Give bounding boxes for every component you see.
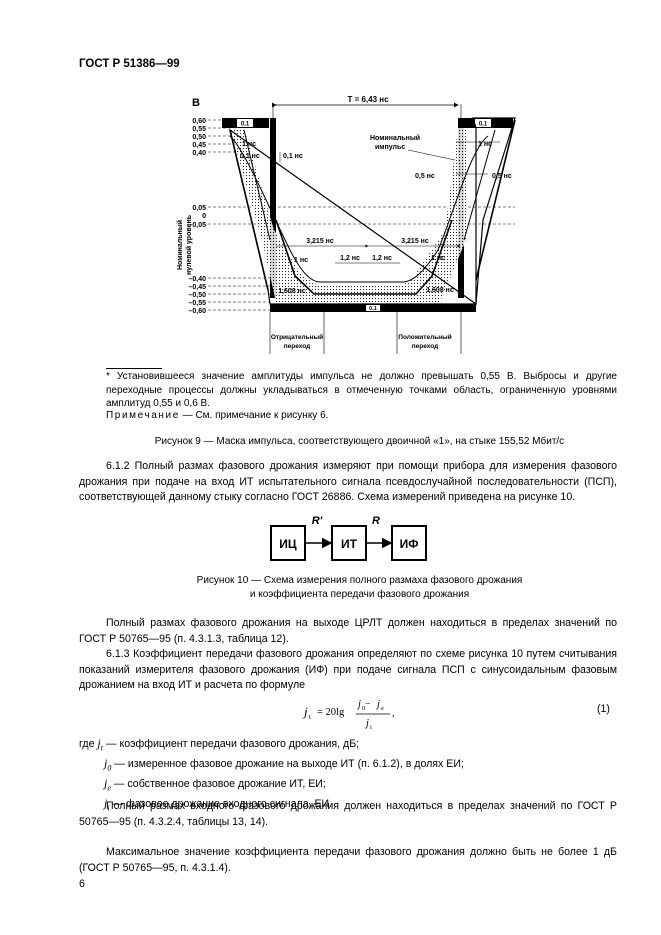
- figure-10-block-diagram: ИЦ ИТ ИФ R' R: [270, 510, 430, 566]
- y-tick: 0: [202, 213, 206, 220]
- time-label: 1 нс: [478, 141, 492, 148]
- definition-row: j0 — измеренное фазовое дрожание на выхо…: [79, 756, 617, 776]
- pulse-mask-diagram: В 0,60 0,55 0,50 0,45 0,40 0,05 0 –0,05 …: [176, 95, 516, 354]
- definition-symbol: j0: [104, 755, 112, 773]
- y-tick: 0,50: [192, 134, 206, 141]
- time-label: 0,1 нс: [283, 153, 303, 160]
- note-text: См. примечание к рисунку 6.: [195, 410, 329, 421]
- formula-graphic: j t = 20lg j 0 − j e j i ,: [302, 699, 395, 731]
- y-tick: 0,05: [192, 205, 206, 212]
- paragraph-max-transfer: Максимальное значение коэффициента перед…: [79, 846, 617, 874]
- positive-transition-label-2: переход: [412, 343, 439, 350]
- positive-transition-label-1: Положительный: [398, 333, 451, 341]
- formula-num-b-sub: e: [381, 705, 384, 712]
- formula-num-a: j: [356, 699, 361, 710]
- formula-definitions: где jt — коэффициент передачи фазового д…: [79, 736, 617, 816]
- formula-minus: −: [365, 699, 371, 710]
- definition-symbol: je: [104, 775, 111, 793]
- definition-text: — собственное фазовое дрожание ИТ, ЕИ;: [113, 777, 326, 790]
- formula-den-sub: i: [370, 724, 372, 731]
- time-label: 1 нс: [431, 255, 445, 262]
- definition-text: — коэффициент передачи фазового дрожания…: [105, 738, 360, 750]
- footnote-text: * Установившееся значение амплитуды импу…: [106, 371, 617, 409]
- nominal-pulse-label-2: импульс: [375, 144, 405, 151]
- time-label: 3,215 нс: [401, 238, 429, 245]
- formula-lhs-sub: t: [309, 713, 311, 721]
- measurement-scheme: ИЦ ИТ ИФ R' R: [270, 515, 427, 561]
- block-label: ИФ: [400, 537, 419, 551]
- y-tick: –0,55: [188, 300, 206, 307]
- note-label: Примечание: [106, 410, 180, 421]
- time-label: 1,608 нс: [426, 287, 454, 294]
- figure-10-caption: Рисунок 10 — Схема измерения полного раз…: [79, 574, 640, 601]
- definition-intro: где: [79, 738, 95, 750]
- figure-10-caption-line-1: Рисунок 10 — Схема измерения полного раз…: [196, 575, 523, 586]
- definition-symbol: ji: [104, 795, 110, 813]
- figure-9-caption: Рисунок 9 — Маска импульса, соответствую…: [154, 436, 565, 447]
- y-unit-label: В: [192, 97, 200, 109]
- formula-num-a-sub: 0: [362, 705, 365, 712]
- definition-row: ji — фазовое дрожание входного сигнала, …: [79, 796, 617, 816]
- paragraph-6-1-3: 6.1.3 Коэффициент передачи фазового дрож…: [79, 648, 617, 691]
- y-tick: –0,50: [188, 292, 206, 299]
- y-tick: –0,60: [188, 308, 206, 315]
- y-tick: –0,05: [188, 222, 206, 229]
- arrow-label: R: [372, 515, 380, 527]
- note: Примечание — См. примечание к рисунку 6.: [106, 410, 328, 421]
- y-axis-label-2: нулевой уровень: [185, 214, 193, 275]
- y-tick: 0,55: [192, 126, 206, 133]
- block-label: ИТ: [341, 537, 358, 551]
- paragraph-input-jitter: Полный размах входного фазового дрожания…: [79, 800, 617, 828]
- time-label: 1 нс: [242, 141, 256, 148]
- footnote-rule: [106, 368, 162, 369]
- paragraph-jitter-range: Полный размах фазового дрожания на выход…: [79, 616, 617, 694]
- nominal-pulse-label-1: Номинальный: [370, 134, 420, 142]
- mask-marker: 0,1: [369, 306, 377, 312]
- definition-text: — измеренное фазовое дрожание на выходе …: [114, 757, 464, 770]
- time-label: 0,1 нс: [240, 153, 260, 160]
- formula-eq: = 20lg: [317, 707, 345, 718]
- y-axis-label-1: Номинальный: [176, 220, 184, 270]
- paragraph-range: Полный размах фазового дрожания на выход…: [79, 617, 617, 645]
- mask-marker: 0,1: [479, 122, 488, 128]
- figure-9-pulse-mask: В 0,60 0,55 0,50 0,45 0,40 0,05 0 –0,05 …: [170, 90, 530, 360]
- period-label: T = 6,43 нс: [347, 95, 389, 104]
- equation-number: (1): [597, 703, 610, 715]
- page-number: 6: [79, 878, 85, 890]
- note-dash: —: [179, 410, 196, 421]
- time-label: 3,215 нс: [306, 238, 334, 245]
- document-header: ГОСТ Р 51386—99: [79, 58, 180, 70]
- time-label: 0,5 нс: [415, 173, 435, 180]
- negative-transition-label-1: Отрицательный: [271, 333, 323, 341]
- arrow-label: R': [312, 515, 323, 527]
- y-tick: 0,45: [192, 142, 206, 149]
- time-label: 1,2 нс: [340, 255, 360, 262]
- negative-transition-label-2: переход: [284, 343, 311, 350]
- time-label: 1,2 нс: [372, 255, 392, 262]
- y-tick: –0,45: [188, 284, 206, 291]
- time-label: 1,608 нс: [278, 288, 306, 295]
- block-generator: [270, 525, 306, 561]
- formula-comma: ,: [392, 708, 395, 719]
- time-label: 1 нс: [294, 257, 308, 264]
- block-label: ИЦ: [279, 537, 297, 551]
- definition-symbol: jt: [97, 736, 103, 753]
- y-tick: 0,40: [192, 150, 206, 157]
- formula-num-b: j: [375, 699, 380, 710]
- formula-lhs: j: [302, 704, 308, 719]
- formula-den: j: [364, 718, 369, 729]
- y-tick: –0,40: [188, 276, 206, 283]
- figure-10-caption-line-2: и коэффициента передачи фазового дрожани…: [249, 588, 470, 600]
- definition-row: где jt — коэффициент передачи фазового д…: [79, 736, 617, 756]
- mask-marker: 0,1: [241, 122, 250, 128]
- definition-row: je — собственное фазовое дрожание ИТ, ЕИ…: [79, 776, 617, 796]
- definition-text: — фазовое дрожание входного сигнала, ЕИ.: [112, 797, 333, 810]
- formula-1: j t = 20lg j 0 − j e j i ,: [300, 697, 410, 731]
- paragraph-6-1-2: 6.1.2 Полный размах фазового дрожания из…: [79, 460, 617, 503]
- y-tick: 0,60: [192, 118, 206, 125]
- time-label: 0,5 нс: [492, 173, 512, 180]
